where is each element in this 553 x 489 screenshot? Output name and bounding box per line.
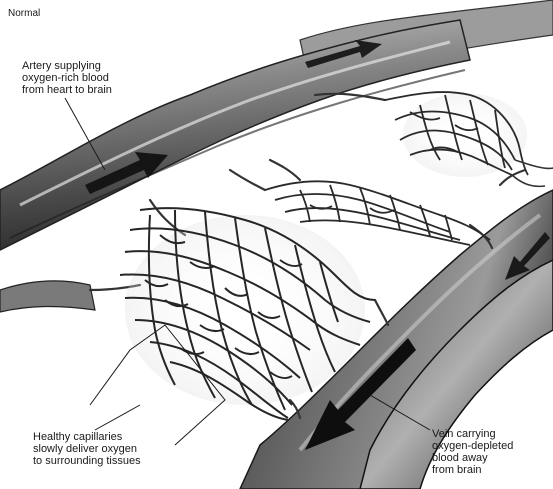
artery-label: Artery supplying oxygen-rich blood from … bbox=[22, 60, 112, 96]
artery-label-line-2: oxygen-rich blood bbox=[22, 72, 112, 84]
artery-label-line-1: Artery supplying bbox=[22, 60, 112, 72]
lower-artery-vessel bbox=[0, 281, 95, 312]
capillaries-label-line-1: Healthy capillaries bbox=[33, 431, 141, 443]
vein-label-line-2: oxygen-depleted bbox=[432, 440, 513, 452]
capillaries-label-line-3: to surrounding tissues bbox=[33, 455, 141, 467]
diagram-title: Normal bbox=[8, 8, 40, 20]
capillary-network-upper bbox=[385, 92, 528, 177]
vein-label: Vein carrying oxygen-depleted blood away… bbox=[432, 428, 513, 476]
artery-label-line-3: from heart to brain bbox=[22, 84, 112, 96]
vein-label-line-3: blood away bbox=[432, 452, 513, 464]
vein-label-line-1: Vein carrying bbox=[432, 428, 513, 440]
vein-label-line-4: from brain bbox=[432, 464, 513, 476]
capillaries-label-line-2: slowly deliver oxygen bbox=[33, 443, 141, 455]
capillaries-label: Healthy capillaries slowly deliver oxyge… bbox=[33, 431, 141, 467]
